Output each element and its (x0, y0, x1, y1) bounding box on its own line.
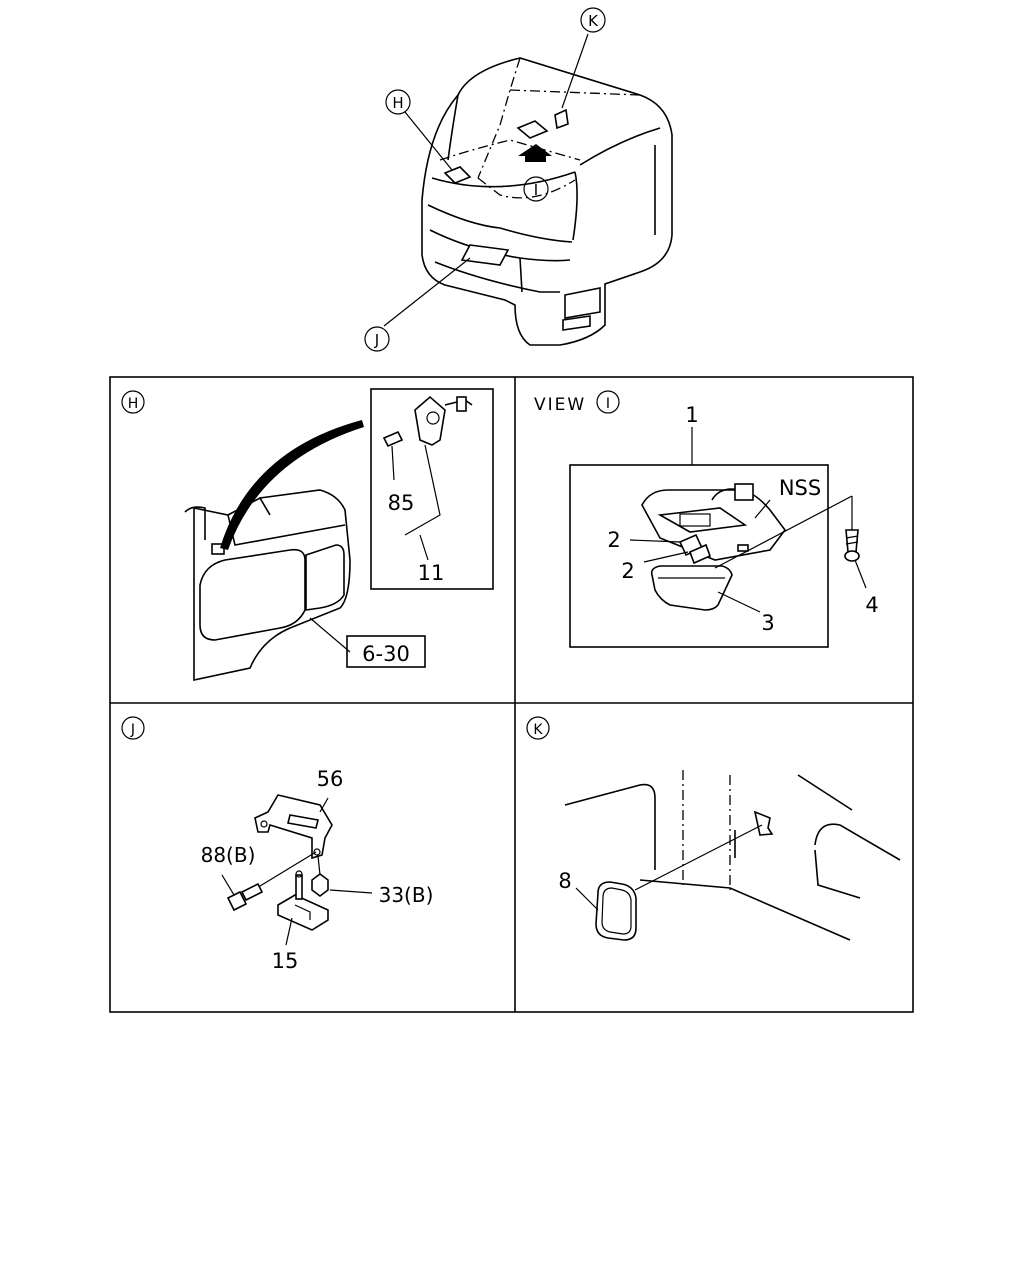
part-3-label: 3 (761, 611, 774, 635)
panel-j-label: J (130, 722, 135, 738)
view-label: VIEW (534, 395, 586, 415)
panel-j: J 56 88(B) 33(B) 15 (121, 716, 434, 973)
callout-k-label: K (588, 12, 599, 30)
view-i-callout-label: I (606, 396, 610, 412)
panel-k-label: K (533, 722, 543, 738)
callout-h-label: H (392, 94, 403, 112)
part-2a-label: 2 (607, 528, 620, 552)
part-8-label: 8 (558, 869, 571, 893)
part-1-label: 1 (685, 403, 698, 427)
part-11-label: 11 (418, 561, 445, 585)
part-33b-label: 33(B) (379, 883, 434, 907)
callout-i-label: I (534, 181, 538, 199)
part-4-label: 4 (865, 593, 878, 617)
part-15-label: 15 (272, 949, 299, 973)
nss-label: NSS (779, 476, 821, 500)
part-88b-label: 88(B) (201, 843, 256, 867)
panel-k: K 8 (526, 716, 901, 941)
panel-h: H 6-30 85 11 (121, 388, 494, 681)
part-2b-label: 2 (621, 559, 634, 583)
panel-i: VIEW I 1 NSS 2 2 3 4 (534, 390, 879, 648)
part-85-label: 85 (388, 491, 415, 515)
cab-overview: H K I J (364, 7, 673, 352)
ref-box-6-30: 6-30 (362, 642, 410, 666)
panel-grid (109, 376, 914, 1013)
part-56-label: 56 (317, 767, 344, 791)
panel-h-label: H (128, 396, 139, 412)
callout-j-label: J (374, 331, 379, 349)
